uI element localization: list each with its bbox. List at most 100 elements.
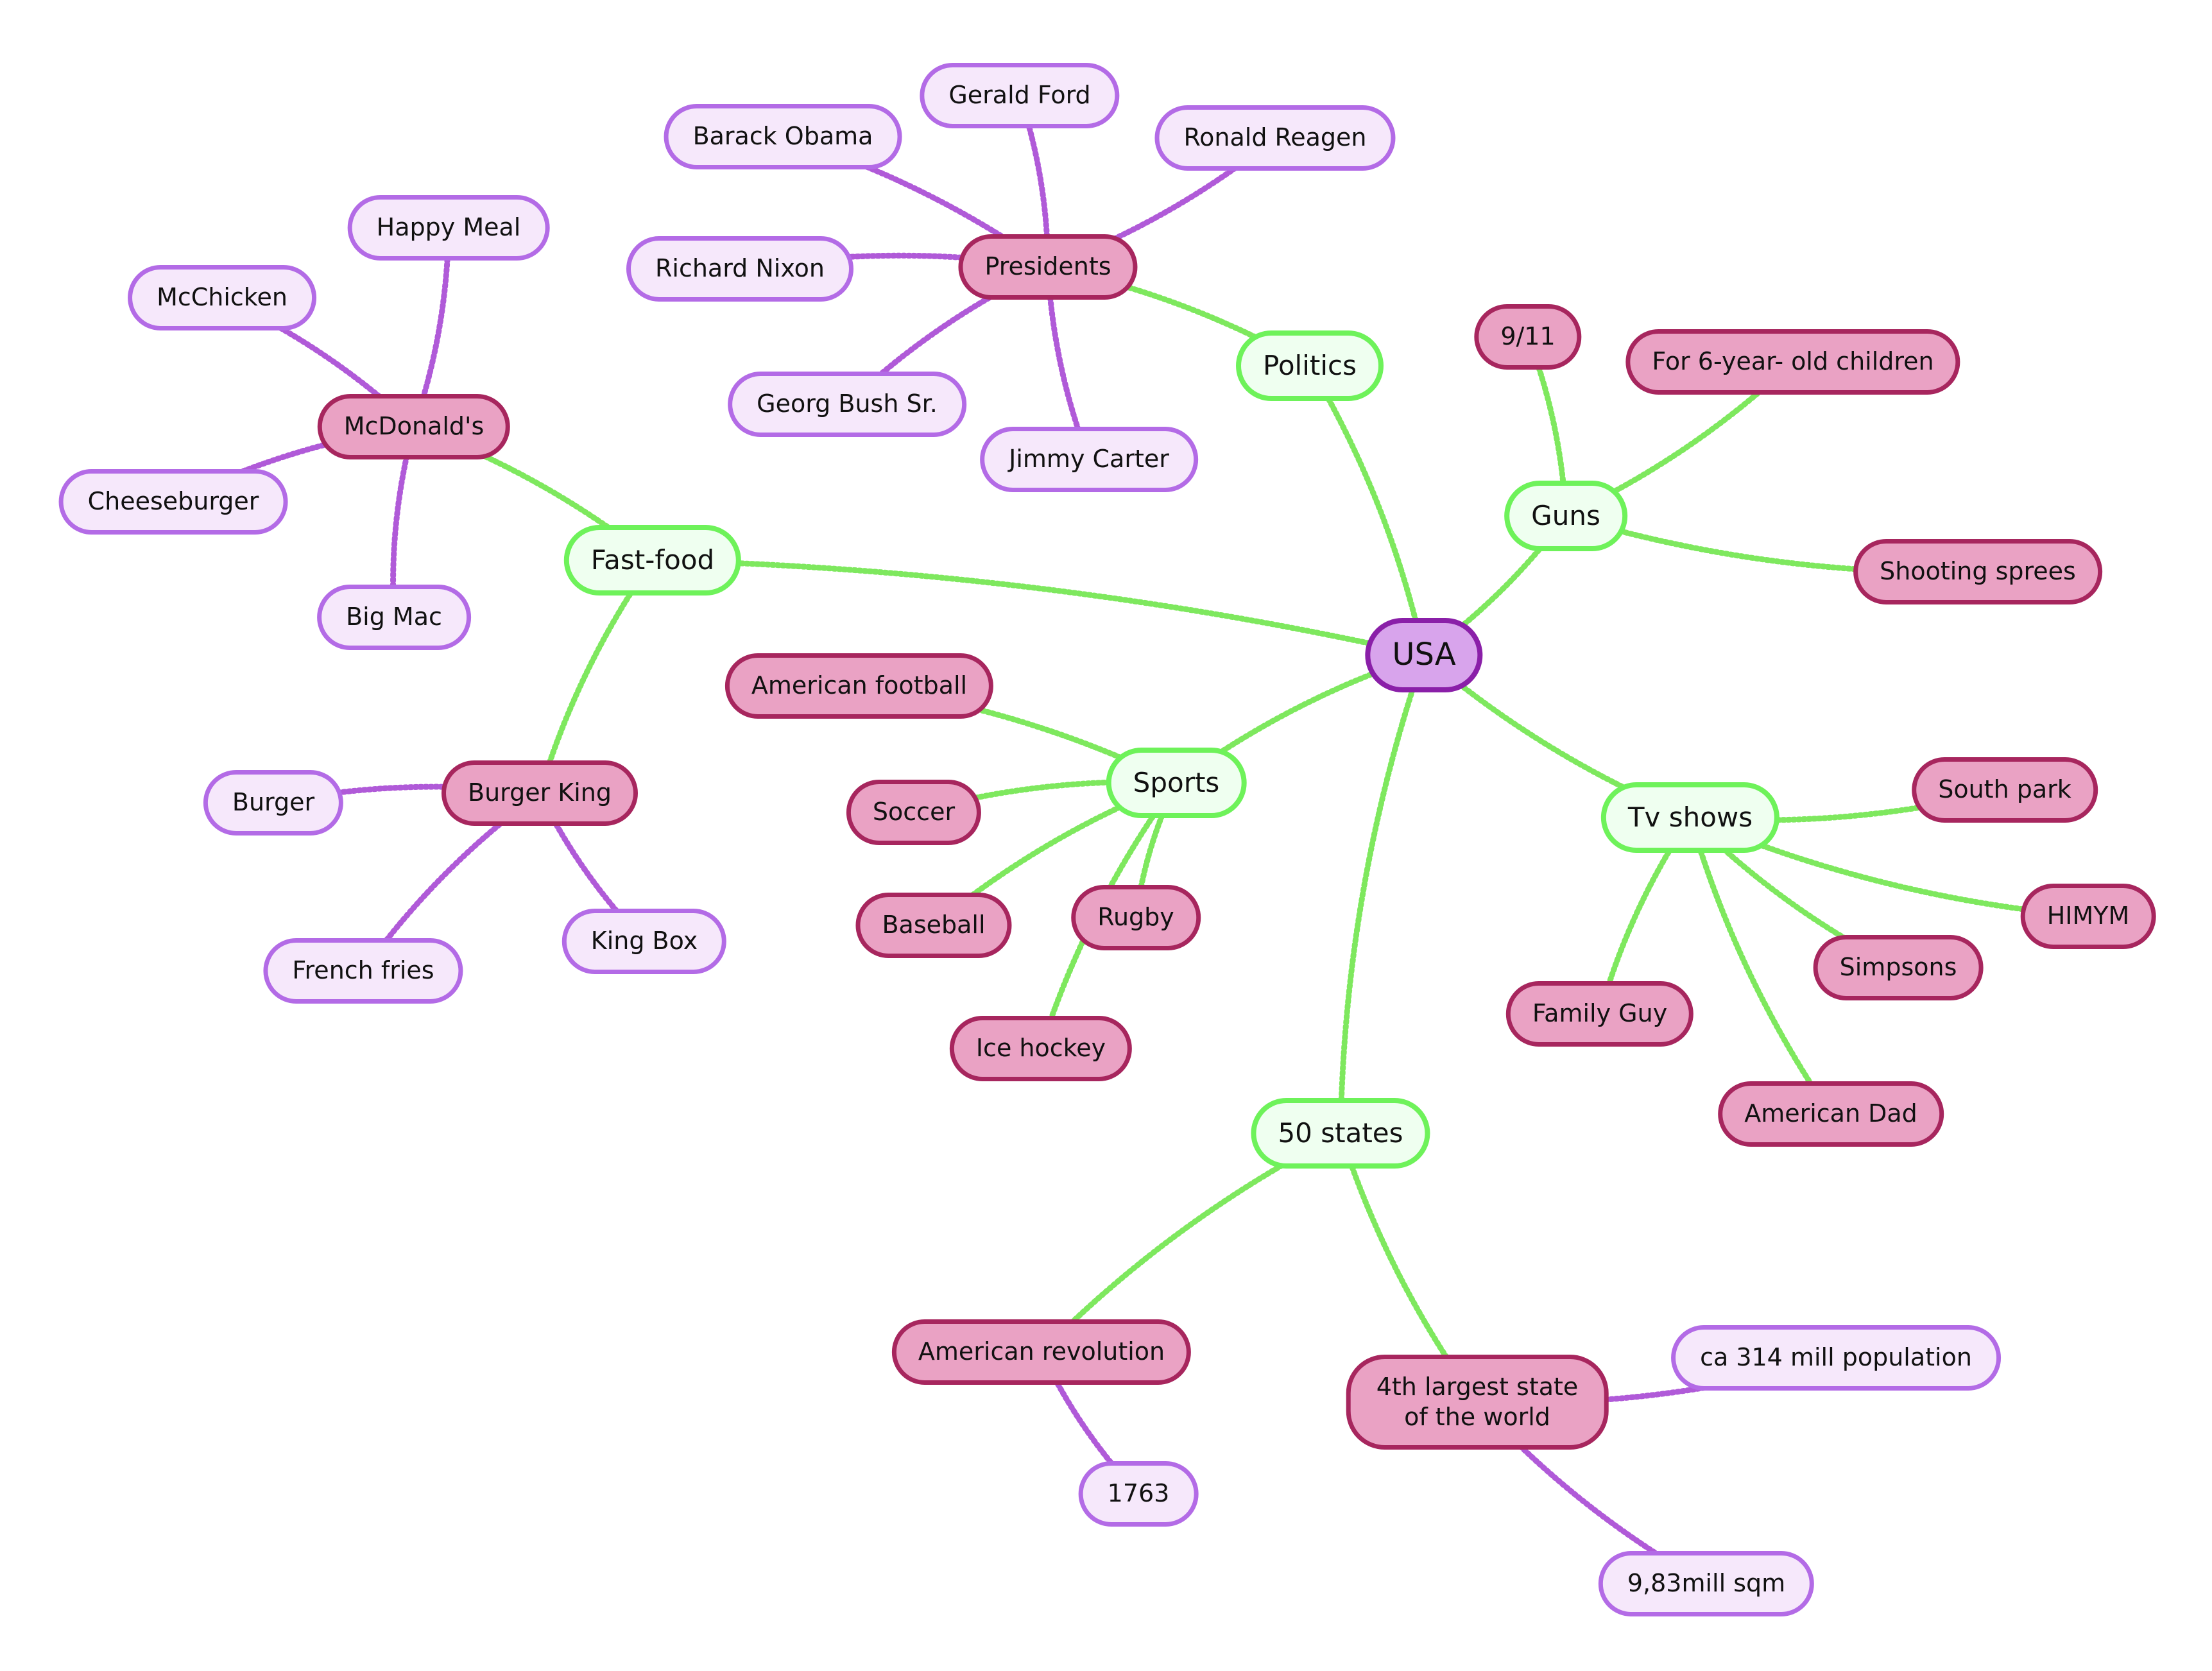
- node-sixyear[interactable]: For 6-year- old children: [1625, 329, 1960, 395]
- node-states50[interactable]: 50 states: [1251, 1098, 1430, 1169]
- node-label-group: Baseball: [882, 911, 985, 940]
- node-nixon[interactable]: Richard Nixon: [626, 236, 854, 302]
- node-label-group: Richard Nixon: [655, 254, 825, 284]
- node-label: ca 314 mill population: [1700, 1343, 1972, 1372]
- node-familyguy[interactable]: Family Guy: [1505, 981, 1694, 1047]
- node-baseball[interactable]: Baseball: [855, 893, 1012, 958]
- node-label: American football: [751, 671, 968, 700]
- node-label-group: Burger King: [468, 778, 612, 808]
- node-bush[interactable]: Georg Bush Sr.: [728, 372, 966, 437]
- node-cheeseburger[interactable]: Cheeseburger: [58, 469, 288, 535]
- node-label-group: Guns: [1531, 500, 1600, 532]
- node-label-group: Burger: [232, 788, 314, 818]
- node-population[interactable]: ca 314 mill population: [1671, 1325, 2001, 1391]
- node-himym[interactable]: HIMYM: [2020, 884, 2156, 949]
- node-soccer[interactable]: Soccer: [846, 780, 982, 845]
- node-label: McChicken: [157, 283, 287, 312]
- node-label-group: Happy Meal: [377, 213, 521, 243]
- node-label: Ronald Reagen: [1183, 123, 1367, 152]
- node-shooting[interactable]: Shooting sprees: [1853, 539, 2102, 604]
- node-amfootball[interactable]: American football: [724, 653, 994, 719]
- node-label-group: Shooting sprees: [1880, 557, 2076, 587]
- node-burgerking[interactable]: Burger King: [442, 760, 638, 826]
- node-rugby[interactable]: Rugby: [1071, 885, 1201, 950]
- node-label: Big Mac: [346, 603, 442, 631]
- node-label-group: Presidents: [984, 252, 1111, 282]
- node-label: Soccer: [872, 798, 956, 827]
- node-label-group: Barack Obama: [693, 122, 873, 151]
- node-tvshows[interactable]: Tv shows: [1600, 782, 1780, 853]
- node-year1763[interactable]: 1763: [1078, 1461, 1199, 1527]
- node-burger[interactable]: Burger: [203, 770, 344, 836]
- node-label-group: Big Mac: [346, 603, 442, 632]
- node-kingbox[interactable]: King Box: [562, 909, 727, 974]
- node-label: Rugby: [1097, 903, 1174, 932]
- node-label-group: Rugby: [1097, 903, 1174, 932]
- node-label-group: USA: [1392, 637, 1455, 674]
- node-label: Family Guy: [1532, 999, 1668, 1028]
- node-nine11[interactable]: 9/11: [1474, 304, 1582, 370]
- node-label: Happy Meal: [376, 213, 521, 242]
- node-bigmac[interactable]: Big Mac: [317, 585, 471, 650]
- node-label-group: King Box: [591, 927, 698, 956]
- node-label: 50 states: [1278, 1117, 1403, 1149]
- node-label: Georg Bush Sr.: [757, 390, 938, 418]
- node-label-group: McChicken: [157, 283, 287, 313]
- node-mcdonalds[interactable]: McDonald's: [317, 394, 511, 459]
- node-label: American revolution: [918, 1337, 1165, 1366]
- node-label: Baseball: [882, 911, 986, 939]
- node-barack[interactable]: Barack Obama: [664, 104, 902, 169]
- node-carter[interactable]: Jimmy Carter: [980, 427, 1198, 492]
- node-label: Shooting sprees: [1880, 557, 2076, 586]
- node-label: 1763: [1107, 1479, 1170, 1508]
- node-presidents[interactable]: Presidents: [958, 234, 1138, 300]
- node-sports[interactable]: Sports: [1106, 748, 1247, 818]
- node-ronald[interactable]: Ronald Reagen: [1154, 105, 1396, 171]
- node-label-group: Jimmy Carter: [1009, 445, 1169, 474]
- node-politics[interactable]: Politics: [1236, 330, 1384, 401]
- node-fastfood[interactable]: Fast-food: [563, 525, 742, 596]
- node-label: South park: [1938, 775, 2071, 804]
- node-label-group: French fries: [292, 956, 434, 986]
- connector-usa-fastfood: [649, 557, 1427, 658]
- node-label-group: Sports: [1133, 767, 1220, 799]
- node-label-group: South park: [1938, 775, 2071, 805]
- node-label: McDonald's: [343, 412, 484, 441]
- node-label-group: Simpsons: [1840, 953, 1957, 982]
- node-label-group: Tv shows: [1628, 801, 1753, 834]
- node-simpsons[interactable]: Simpsons: [1813, 935, 1984, 1000]
- node-sqm[interactable]: 9,83mill sqm: [1598, 1551, 1815, 1616]
- node-label: Sports: [1133, 766, 1220, 798]
- node-label: Cheeseburger: [87, 487, 259, 516]
- node-label-group: HIMYM: [2047, 902, 2130, 931]
- node-label: For 6-year- old children: [1652, 347, 1934, 376]
- node-label-group: 1763: [1108, 1479, 1170, 1509]
- node-label: Barack Obama: [692, 122, 873, 151]
- node-mcchicken[interactable]: McChicken: [128, 265, 316, 330]
- node-label-group: Cheeseburger: [88, 487, 259, 517]
- node-label-group: McDonald's: [344, 412, 484, 441]
- node-guns[interactable]: Guns: [1504, 481, 1627, 551]
- node-amrevolution[interactable]: American revolution: [891, 1319, 1192, 1385]
- node-label-group: 9,83mill sqm: [1627, 1569, 1785, 1598]
- node-label: King Box: [590, 927, 698, 955]
- node-happymeal[interactable]: Happy Meal: [347, 195, 550, 261]
- connector-usa-politics: [1307, 363, 1427, 658]
- node-label: Gerald Ford: [948, 81, 1091, 110]
- node-icehockey[interactable]: Ice hockey: [949, 1016, 1133, 1081]
- node-label: USA: [1392, 637, 1456, 673]
- node-label-group: American football: [751, 671, 967, 701]
- node-americandad[interactable]: American Dad: [1718, 1081, 1944, 1147]
- node-label: American Dad: [1744, 1099, 1917, 1128]
- node-label-group: Politics: [1263, 350, 1357, 382]
- node-label: 9,83mill sqm: [1627, 1569, 1786, 1598]
- node-label-group: Gerald Ford: [948, 81, 1090, 110]
- node-gerald[interactable]: Gerald Ford: [920, 63, 1120, 128]
- node-label-group: Soccer: [873, 798, 955, 827]
- node-southpark[interactable]: South park: [1912, 757, 2098, 823]
- node-frenchfries[interactable]: French fries: [263, 938, 463, 1004]
- node-usa[interactable]: USA: [1365, 618, 1483, 692]
- node-label: Guns: [1531, 499, 1600, 531]
- node-label-group: Ice hockey: [976, 1034, 1106, 1063]
